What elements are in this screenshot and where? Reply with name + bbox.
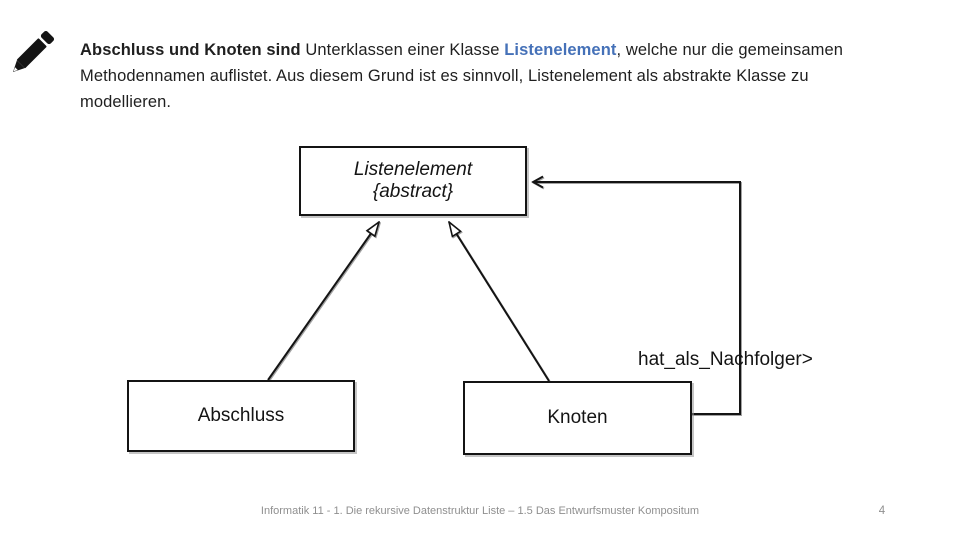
class-name-abschluss: Abschluss [197,405,285,426]
footer: Informatik 11 - 1. Die rekursive Datenst… [0,505,960,517]
association-label-hat-als-nachfolger: hat_als_Nachfolger> [638,349,813,370]
class-name-knoten: Knoten [547,407,608,428]
pencil-icon [13,30,55,72]
class-box-knoten: Knoten [463,381,692,455]
intro-regular-1: Unterklassen einer Klasse [305,41,505,59]
intro-highlight-listenelement: Listenelement [504,41,617,59]
intro-bold-lead: Abschluss und Knoten sind [80,41,306,59]
association-hat-als-nachfolger-line [533,182,741,415]
class-name-listenelement: Listenelement [353,159,473,180]
generalization-knoten-line [449,222,550,382]
intro-regular-2: , welche nur die gemeinsamen Methodennam… [80,41,844,111]
class-stereotype-abstract: {abstract} [372,181,454,202]
page-number: 4 [878,505,886,517]
footer-text: Informatik 11 - 1. Die rekursive Datenst… [260,505,700,517]
intro-paragraph: Abschluss und Knoten sind Unterklassen e… [80,37,902,115]
generalization-abschluss-line [267,222,379,381]
class-box-abschluss: Abschluss [127,380,355,452]
class-box-listenelement: Listenelement {abstract} [299,146,527,216]
